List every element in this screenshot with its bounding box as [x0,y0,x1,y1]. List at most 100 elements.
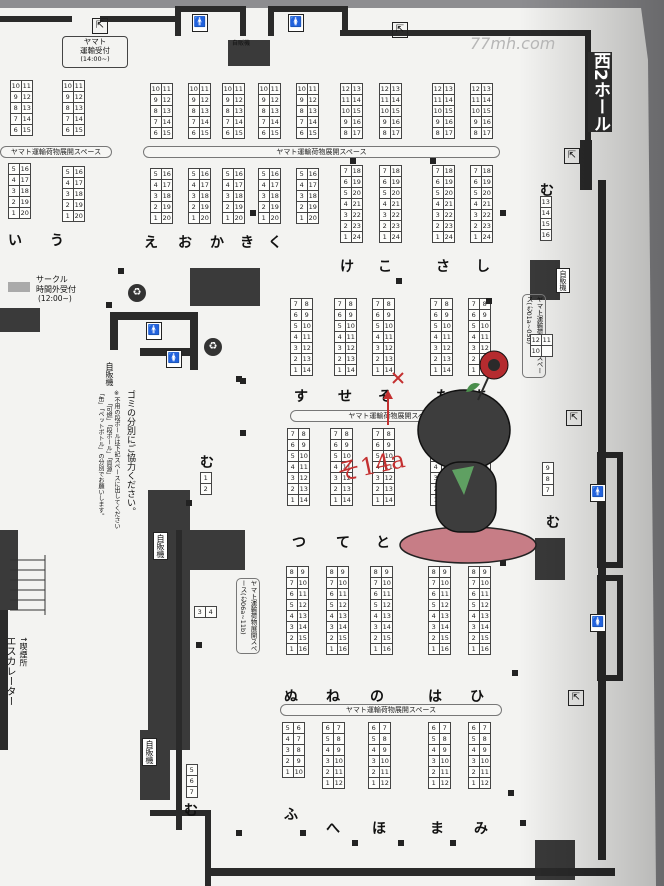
booth-cell: 8 [428,566,440,578]
booth-cell: 16 [540,229,552,241]
booth-cell: 1 [468,643,480,655]
booth-cell: 9 [441,439,453,451]
booth-cell: 11 [379,766,391,778]
booth-cell: 12 [73,91,85,103]
booth-cell: 2 [258,201,270,213]
booth-cell: 9 [542,462,554,474]
booth-cell: 8 [296,105,308,117]
booth-cell: 1 [468,777,480,789]
booth-cell: 13 [383,483,395,495]
booth-cell: 3 [322,755,334,767]
booth-cell: 14 [298,494,310,506]
booth-cell: 10 [379,105,391,117]
booth-cell: 6 [286,588,298,600]
booth-cell: 6 [326,588,338,600]
block-label: つ [292,535,306,551]
booth-cell: 8 [345,298,357,310]
booth-cell: 5 [186,764,198,776]
booth-cell: 7 [334,298,346,310]
booth-cell: 9 [10,91,22,103]
yamato-desk: ヤマト 運輸受付 (14:00~) [62,36,128,68]
booth-cell: 9 [62,91,74,103]
booth-cell: 4 [379,198,391,210]
booth-cell: 16 [381,643,393,655]
booth-cell: 18 [233,190,245,202]
toilet-icon: 🚺 [590,614,606,632]
pillar-marker [236,376,242,382]
yamato-desk-hours: (14:00~) [80,55,110,63]
booth-cell: 15 [337,632,349,644]
booth-cell: 8 [542,473,554,485]
booth-cell: 6 [379,176,391,188]
block-label: す [294,389,308,405]
booth-cell: 2 [286,632,298,644]
block-label: に [474,535,488,551]
booth-cell: 19 [443,176,455,188]
booth-cell: 6 [372,309,384,321]
booth-cell: 2 [468,483,480,495]
booth-cell: 4 [150,179,162,191]
booth-cell: 17 [19,174,31,186]
booth-cell: 1 [222,212,234,224]
block-label: ひ [470,689,484,705]
booth-cell: 11 [479,461,491,473]
booth-cell: 14 [439,621,451,633]
booth-cell: 12 [470,83,482,95]
booth-cell: 14 [443,94,455,106]
booth-cell: 16 [199,168,211,180]
booth-cell: 6 [368,722,380,734]
booth-cell: 9 [293,755,305,767]
booth-cell: 13 [73,102,85,114]
booth-cell: 5 [334,320,346,332]
booth-cell: 8 [301,298,313,310]
booth-cell: 11 [383,331,395,343]
booth-cell: 5 [8,163,20,175]
booth-cell: 2 [372,353,384,365]
booth-cell: 3 [428,621,440,633]
booth-cell: 7 [439,722,451,734]
booth-cell: 6 [430,439,442,451]
booth-cell: 2 [290,353,302,365]
block-label: み [474,821,488,837]
booth-cell: 8 [293,744,305,756]
booth-cell: 7 [286,577,298,589]
booth-cell: 12 [333,777,345,789]
booth-cell: 14 [269,116,281,128]
booth-cell: 13 [297,610,309,622]
booth-cell: 1 [282,766,294,778]
booth-cell: 1 [430,494,442,506]
booth-cell: 6 [430,309,442,321]
booth-cell: 5 [430,320,442,332]
booth-cell: 12 [379,777,391,789]
block-label: け [340,259,354,275]
booth-cell: 20 [481,187,493,199]
booth-cell: 13 [441,353,453,365]
booth-cell: 10 [470,105,482,117]
yamato-space-bar: ヤマト運輸荷物展開スペース [280,704,502,716]
pillar-marker [500,210,506,216]
booth-cell: 10 [222,83,234,95]
booth-cell: 7 [290,298,302,310]
exit-icon: ⇱ [566,410,582,426]
booth-cell: 3 [222,190,234,202]
booth-cell: 7 [468,298,480,310]
booth-cell: 8 [298,428,310,440]
booth-cell: 4 [287,461,299,473]
booth-cell: 2 [282,755,294,767]
booth-cell: 3 [370,621,382,633]
booth-cell: 16 [297,643,309,655]
booth-cell: 6 [428,588,440,600]
booth-cell: 2 [322,766,334,778]
booth-cell: 4 [372,331,384,343]
booth-cell: 5 [150,168,162,180]
toilet-icon: 🚹 [192,14,208,32]
booth-cell: 9 [298,439,310,451]
pillar-marker [500,560,506,566]
booth-cell: 19 [233,201,245,213]
pillar-marker [512,670,518,676]
